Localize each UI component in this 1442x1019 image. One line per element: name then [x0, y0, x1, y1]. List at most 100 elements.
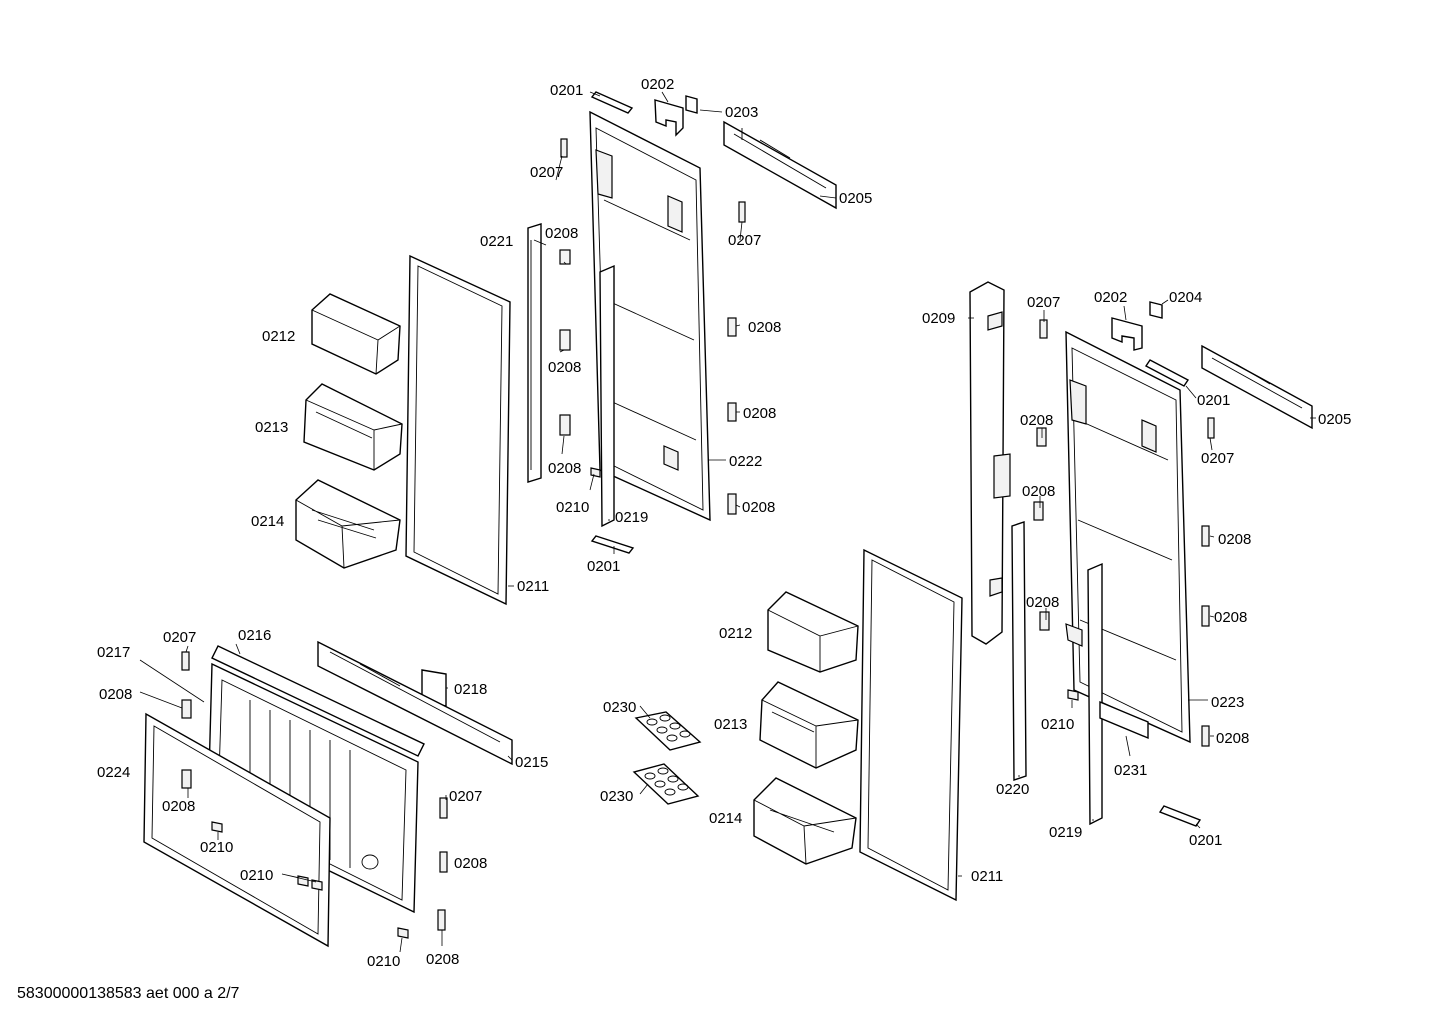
part-0211-gasket [405, 254, 511, 606]
callout-0208: 0208 [426, 951, 459, 968]
part-0212-bin [311, 293, 401, 375]
part-0208-clip [1039, 611, 1050, 631]
part-0210-small [311, 879, 323, 891]
callout-0207: 0207 [1201, 450, 1234, 467]
part-0201-bottom-hinge [1158, 805, 1202, 827]
callout-0219: 0219 [615, 509, 648, 526]
callout-0231: 0231 [1114, 762, 1147, 779]
callout-0209: 0209 [922, 310, 955, 327]
part-0201-top-hinge [590, 91, 634, 114]
right-door-assembly [632, 281, 1313, 902]
part-0208-clip [1201, 525, 1210, 547]
callout-0222: 0222 [729, 453, 762, 470]
callout-0208: 0208 [1022, 483, 1055, 500]
callout-0210: 0210 [1041, 716, 1074, 733]
callout-0208: 0208 [162, 798, 195, 815]
callout-labels: 0201 0202 0203 0205 0207 0207 0221 0208 … [97, 76, 1351, 970]
part-0208-clip [181, 769, 192, 789]
callout-0207: 0207 [1027, 294, 1060, 311]
part-0208-clip [727, 402, 737, 422]
part-0207-clip [1207, 417, 1215, 439]
callout-0207: 0207 [163, 629, 196, 646]
part-0230-egg-tray [634, 711, 702, 751]
part-0212-bin [767, 591, 859, 673]
callout-0207: 0207 [728, 232, 761, 249]
part-0213-bin [303, 383, 403, 471]
part-0215-cover [317, 640, 513, 766]
part-0208-clip [1201, 725, 1210, 747]
part-0207-clip [1039, 319, 1048, 339]
part-0208-clip [181, 699, 192, 719]
callout-0208: 0208 [1026, 594, 1059, 611]
callout-0201: 0201 [550, 82, 583, 99]
callout-0220: 0220 [996, 781, 1029, 798]
part-0208-clip [727, 493, 737, 515]
part-0208-clip [1033, 501, 1044, 521]
callout-0205: 0205 [839, 190, 872, 207]
callout-0208: 0208 [454, 855, 487, 872]
part-0208-clip [1201, 605, 1210, 627]
part-0205-top-cover [1201, 344, 1313, 430]
callout-0208: 0208 [548, 460, 581, 477]
part-0203-cap [685, 95, 698, 114]
callout-0202: 0202 [1094, 289, 1127, 306]
part-0209-handle [969, 281, 1005, 645]
part-0208-clip [727, 317, 737, 337]
callout-0202: 0202 [641, 76, 674, 93]
callout-0224: 0224 [97, 764, 130, 781]
callout-0218: 0218 [454, 681, 487, 698]
callout-0208: 0208 [748, 319, 781, 336]
callout-0208: 0208 [1218, 531, 1251, 548]
part-0202-hinge-cover [1111, 317, 1143, 351]
part-0201-bottom-hinge [590, 535, 635, 554]
callout-0208: 0208 [545, 225, 578, 242]
callout-0219: 0219 [1049, 824, 1082, 841]
callout-0208: 0208 [742, 499, 775, 516]
callout-0208: 0208 [1216, 730, 1249, 747]
part-0214-bin [295, 479, 401, 569]
callout-0201: 0201 [1189, 832, 1222, 849]
part-0210-small [1067, 689, 1079, 701]
callout-0213: 0213 [714, 716, 747, 733]
callout-0214: 0214 [251, 513, 284, 530]
part-0216-strip [211, 645, 425, 757]
callout-0207: 0207 [530, 164, 563, 181]
part-0219-rod [599, 264, 615, 528]
callout-0213: 0213 [255, 419, 288, 436]
callout-0210: 0210 [367, 953, 400, 970]
part-0205-top-cover [723, 120, 837, 210]
part-0207-clip [181, 651, 190, 671]
callout-0211: 0211 [971, 868, 1003, 885]
part-0207-clip [738, 201, 746, 223]
callout-0216: 0216 [238, 627, 271, 644]
callout-0210: 0210 [556, 499, 589, 516]
part-0211-gasket [859, 548, 963, 902]
part-0230-egg-tray [632, 763, 700, 805]
document-id-footer: 58300000138583 aet 000 a 2/7 [17, 985, 240, 1002]
part-0219-rod [1087, 562, 1103, 826]
callout-0208: 0208 [1020, 412, 1053, 429]
callout-0212: 0212 [262, 328, 295, 345]
part-0208-clip [439, 851, 448, 873]
part-0201-top-hinge [1144, 359, 1190, 387]
callout-0208: 0208 [99, 686, 132, 703]
callout-0223: 0223 [1211, 694, 1244, 711]
part-0207-clip [439, 797, 448, 819]
callout-0208: 0208 [1214, 609, 1247, 626]
part-0204-cap [1149, 301, 1163, 319]
callout-0208: 0208 [743, 405, 776, 422]
left-door-assembly [295, 91, 837, 606]
part-0207-clip [560, 138, 568, 158]
part-0208-clip [559, 249, 571, 265]
callout-0230: 0230 [600, 788, 633, 805]
callout-0201: 0201 [1197, 392, 1230, 409]
callout-0221: 0221 [480, 233, 513, 250]
callout-0205: 0205 [1318, 411, 1351, 428]
callout-0208: 0208 [548, 359, 581, 376]
part-0210-small [211, 821, 223, 833]
part-0214-bin [753, 777, 857, 865]
callout-0217: 0217 [97, 644, 130, 661]
leader-lines [139, 91, 1316, 953]
part-0208-clip [559, 414, 571, 436]
